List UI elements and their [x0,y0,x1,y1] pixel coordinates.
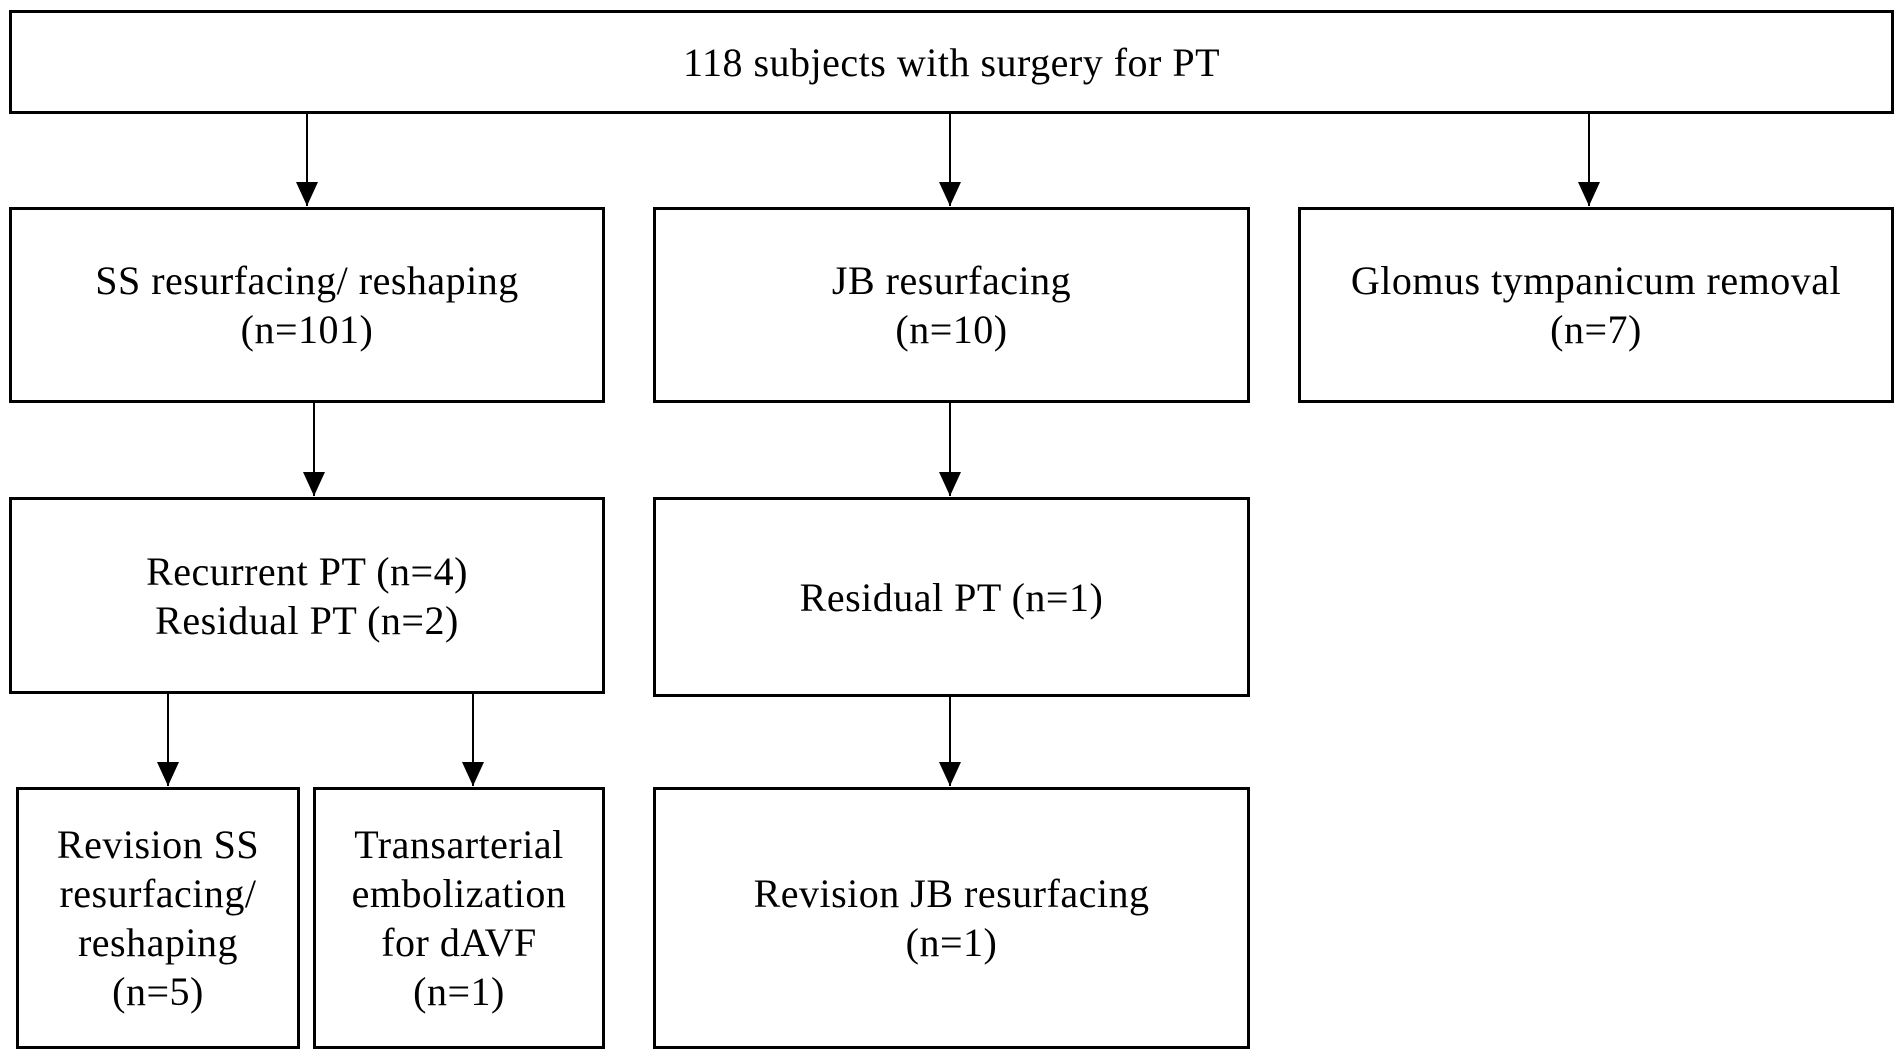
arrowhead-top-to-glomus [1578,182,1600,206]
jb-resurfacing-text: JB resurfacing (n=10) [832,256,1071,354]
top-box-line: 118 subjects with surgery for PT [682,39,1221,85]
revision-ss-line-3: reshaping [77,920,238,965]
top-box: 118 subjects with surgery for PT [9,10,1894,114]
revision-ss-count: (n=5) [112,969,204,1014]
jb-residual-text: Residual PT (n=1) [800,573,1104,622]
revision-ss-text: Revision SS resurfacing/ reshaping (n=5) [57,820,259,1016]
transarterial-text: Transarterial embolization for dAVF (n=1… [352,820,567,1016]
revision-ss-box: Revision SS resurfacing/ reshaping (n=5) [16,787,300,1049]
arrowhead-top-to-jb [939,182,961,206]
glomus-removal-count: (n=7) [1550,307,1642,352]
transarterial-line-1: Transarterial [354,822,564,867]
glomus-removal-box: Glomus tympanicum removal (n=7) [1298,207,1894,403]
jb-resurfacing-label: JB resurfacing [831,258,1072,303]
recurrent-pt-label: Recurrent PT (n=4) [146,548,468,594]
glomus-removal-text: Glomus tympanicum removal (n=7) [1351,256,1841,354]
jb-resurfacing-count: (n=10) [895,307,1008,352]
ss-resurfacing-text: SS resurfacing/ reshaping (n=101) [95,256,519,354]
ss-resurfacing-label: SS resurfacing/ reshaping [95,258,519,303]
transarterial-count: (n=1) [413,969,505,1014]
residual-pt-label: Residual PT (n=2) [155,597,459,643]
ss-recurrent-residual-text: Recurrent PT (n=4) Residual PT (n=2) [146,547,468,645]
jb-residual-box: Residual PT (n=1) [653,497,1250,697]
revision-jb-label: Revision JB resurfacing [753,871,1150,916]
top-box-text: 118 subjects with surgery for PT [683,38,1220,87]
transarterial-box: Transarterial embolization for dAVF (n=1… [313,787,605,1049]
arrowhead-ss-to-recurrent [303,472,325,496]
revision-jb-box: Revision JB resurfacing (n=1) [653,787,1250,1049]
ss-resurfacing-count: (n=101) [240,307,374,352]
revision-jb-count: (n=1) [905,920,998,965]
transarterial-line-3: for dAVF [381,920,537,965]
arrowhead-residual-to-revision-jb [939,762,961,786]
arrowhead-recurrent-to-revision-ss [157,762,179,786]
arrowhead-jb-to-residual [939,472,961,496]
ss-resurfacing-box: SS resurfacing/ reshaping (n=101) [9,207,605,403]
transarterial-line-2: embolization [351,871,567,916]
arrowhead-recurrent-to-transarterial [462,762,484,786]
jb-residual-label: Residual PT (n=1) [799,574,1104,620]
arrowhead-top-to-ss [296,182,318,206]
revision-ss-line-2: resurfacing/ [59,871,257,916]
revision-jb-text: Revision JB resurfacing (n=1) [754,869,1150,967]
ss-recurrent-residual-box: Recurrent PT (n=4) Residual PT (n=2) [9,497,605,694]
jb-resurfacing-box: JB resurfacing (n=10) [653,207,1250,403]
revision-ss-line-1: Revision SS [56,822,260,867]
glomus-removal-label: Glomus tympanicum removal [1350,258,1842,303]
